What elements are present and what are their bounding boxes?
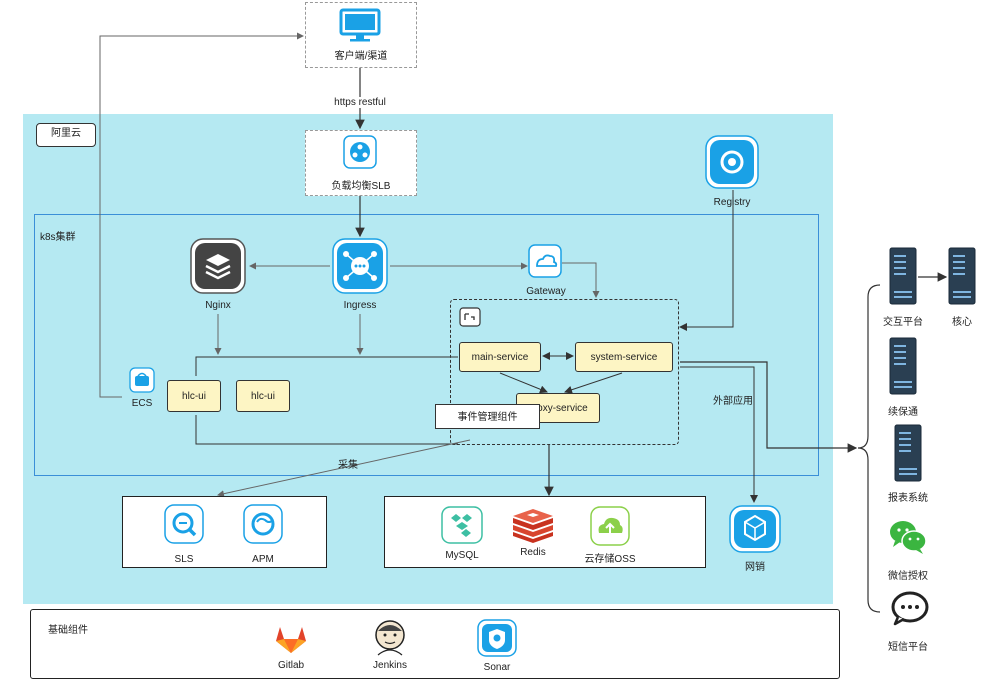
k8s-cluster <box>34 214 819 476</box>
nginx-icon <box>190 238 246 294</box>
server-icon-jiaohu <box>889 247 917 305</box>
registry-label: Registry <box>713 197 751 208</box>
ingress-label: Ingress <box>343 300 377 311</box>
slb-icon <box>343 135 377 169</box>
registry-icon <box>705 135 759 189</box>
oss-label: 云存储OSS <box>584 554 636 565</box>
container-icon <box>459 307 481 327</box>
duanxin-label: 短信平台 <box>888 642 928 653</box>
sonar-icon <box>477 619 517 657</box>
sls-icon <box>164 504 204 544</box>
nginx-label: Nginx <box>205 300 231 311</box>
wangxiao-icon <box>729 505 781 553</box>
monitoring-box <box>122 496 327 568</box>
gitlab-icon <box>276 627 306 653</box>
server-icon-baobiao <box>894 424 922 482</box>
base-components-label: 基础组件 <box>48 625 88 636</box>
main-service-box: main-service <box>459 342 541 372</box>
redis-icon <box>513 509 553 543</box>
external-app-label: 外部应用 <box>713 392 753 407</box>
redis-label: Redis <box>520 547 546 558</box>
ingress-icon <box>332 238 388 294</box>
hexin-label: 核心 <box>952 317 972 328</box>
slb-label: 负载均衡SLB <box>331 181 391 192</box>
mysql-icon <box>441 506 483 544</box>
wechat-icon <box>890 521 927 554</box>
https-label: https restful <box>315 97 405 108</box>
jenkins-label: Jenkins <box>373 660 407 671</box>
sls-label: SLS <box>174 554 194 565</box>
monitor-icon <box>339 8 381 42</box>
oss-icon <box>590 506 630 546</box>
xubaotong-label: 续保通 <box>888 407 918 418</box>
hlc-ui-box-2: hlc-ui <box>236 380 290 412</box>
sms-icon <box>891 591 929 626</box>
apm-icon <box>243 504 283 544</box>
server-icon-hexin <box>948 247 976 305</box>
gateway-label: Gateway <box>526 286 566 297</box>
collect-label: 采集 <box>338 460 358 471</box>
baobiao-label: 报表系统 <box>888 493 928 504</box>
wangxiao-label: 网销 <box>745 562 765 573</box>
base-components-box <box>30 609 840 679</box>
jiaohu-label: 交互平台 <box>883 317 923 328</box>
jenkins-icon <box>375 620 405 656</box>
event-mgmt-box: 事件管理组件 <box>435 404 540 429</box>
sonar-label: Sonar <box>483 662 511 673</box>
weixin-label: 微信授权 <box>888 571 928 582</box>
client-label: 客户端/渠道 <box>334 51 388 62</box>
ecs-icon <box>129 367 155 393</box>
server-icon-xubaotong <box>889 337 917 395</box>
gitlab-label: Gitlab <box>277 660 305 671</box>
k8s-label: k8s集群 <box>40 232 76 243</box>
services-group <box>450 299 679 445</box>
aliyun-label: 阿里云 <box>36 123 96 147</box>
hlc-ui-box-1: hlc-ui <box>167 380 221 412</box>
mysql-label: MySQL <box>445 550 479 561</box>
gateway-icon <box>528 244 562 278</box>
ecs-label: ECS <box>131 398 153 409</box>
system-service-box: system-service <box>575 342 673 372</box>
apm-label: APM <box>252 554 274 565</box>
